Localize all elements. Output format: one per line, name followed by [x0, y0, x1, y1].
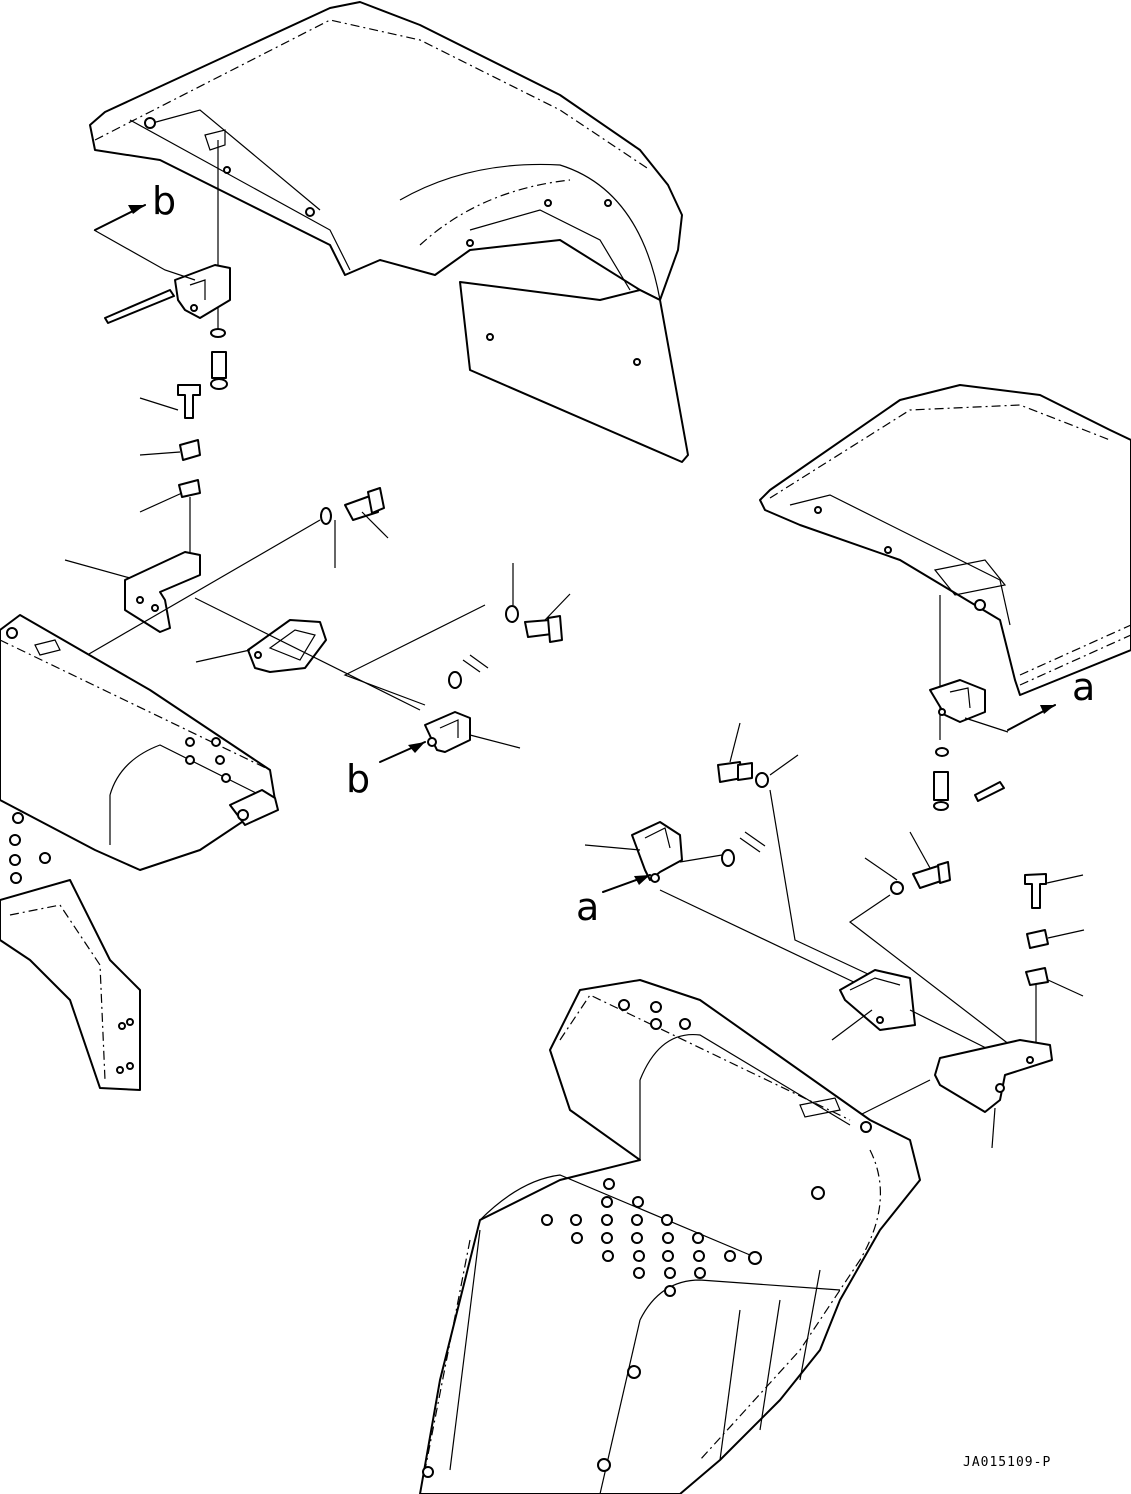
right-step-frame	[419, 979, 921, 1494]
left-fastener-stack	[139, 384, 201, 560]
right-upper-bracket-assembly	[929, 595, 1056, 811]
right-hook-bracket	[831, 969, 1011, 1061]
left-bolt-washer	[69, 487, 421, 711]
view-label-b-bottom: b	[346, 757, 370, 801]
right-view-a-bracket	[584, 821, 861, 986]
right-fastener-stack	[1024, 873, 1085, 1045]
right-mid-fastener-group	[717, 722, 1011, 1046]
left-view-b-bracket	[379, 711, 521, 763]
left-fender	[89, 1, 689, 463]
left-angle-bracket	[64, 551, 201, 633]
left-hook-bracket	[195, 619, 327, 673]
view-label-a-right: a	[1072, 665, 1095, 709]
right-fender	[759, 384, 1131, 696]
view-label-a-left: a	[576, 885, 599, 929]
upper-left-bracket-assembly	[93, 140, 231, 390]
left-step-frame	[0, 614, 279, 1091]
view-label-b-top: b	[152, 179, 176, 223]
drawing-code: JA015109-P	[963, 1455, 1051, 1470]
center-bolt-washer	[343, 563, 571, 706]
view-b-arrowhead-top	[128, 205, 145, 214]
right-angle-bracket	[859, 1039, 1053, 1149]
